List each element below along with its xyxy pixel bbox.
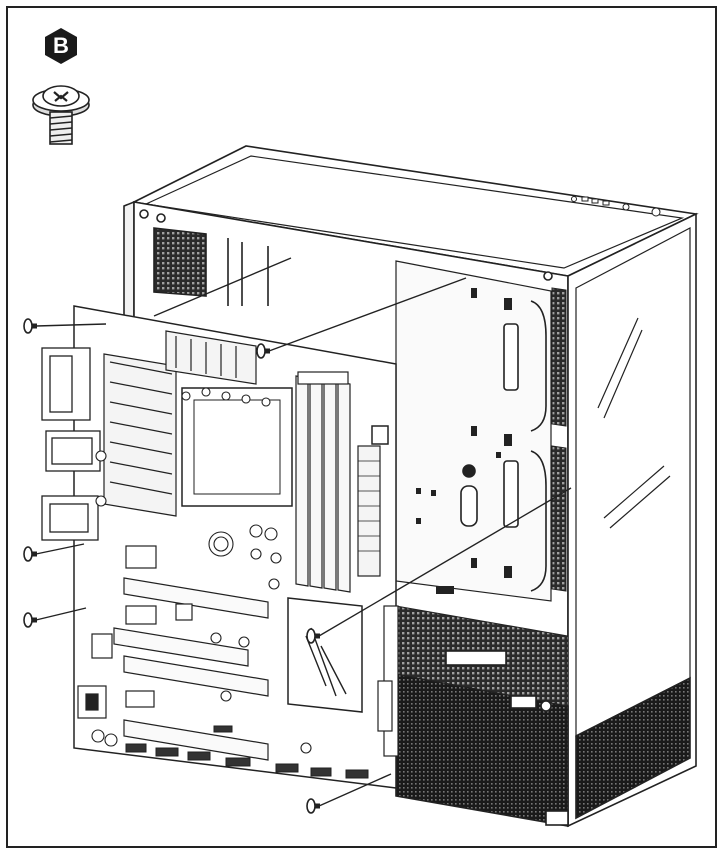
screw-icon xyxy=(23,546,37,562)
screw-icon xyxy=(23,612,37,628)
front-io-buttons xyxy=(571,196,661,217)
screw-guide-line xyxy=(35,323,107,327)
pcie-slots xyxy=(77,545,269,761)
motherboard xyxy=(41,305,399,789)
badge-letter: B xyxy=(53,33,69,58)
ram-slots xyxy=(295,371,351,593)
motherboard-screws xyxy=(23,257,572,814)
instruction-panel: B xyxy=(6,6,717,848)
screw-guide-line xyxy=(35,607,87,621)
atx-power-connector xyxy=(357,445,381,577)
capacitors xyxy=(91,387,312,754)
screw-icon xyxy=(256,343,270,359)
hexagon-badge-icon xyxy=(45,28,77,64)
rear-fan-grille xyxy=(153,227,207,297)
part-badge: B xyxy=(45,28,77,64)
screw-guide-line xyxy=(268,277,467,352)
screw-guide-line xyxy=(35,543,85,555)
screw-guide-line xyxy=(153,257,292,317)
vrm-heatsink xyxy=(103,330,257,517)
screw-guide-line xyxy=(318,487,572,637)
bottom-headers xyxy=(125,725,369,779)
screw-icon xyxy=(306,798,320,814)
screw-guide-line xyxy=(318,773,392,807)
rear-io-ports xyxy=(41,347,101,541)
front-mesh-grille xyxy=(575,676,691,820)
motherboard-installation-diagram: B xyxy=(6,6,717,848)
screw-icon xyxy=(306,628,320,644)
screw-icon xyxy=(23,318,37,334)
phillips-washer-head-screw-icon xyxy=(32,85,90,145)
